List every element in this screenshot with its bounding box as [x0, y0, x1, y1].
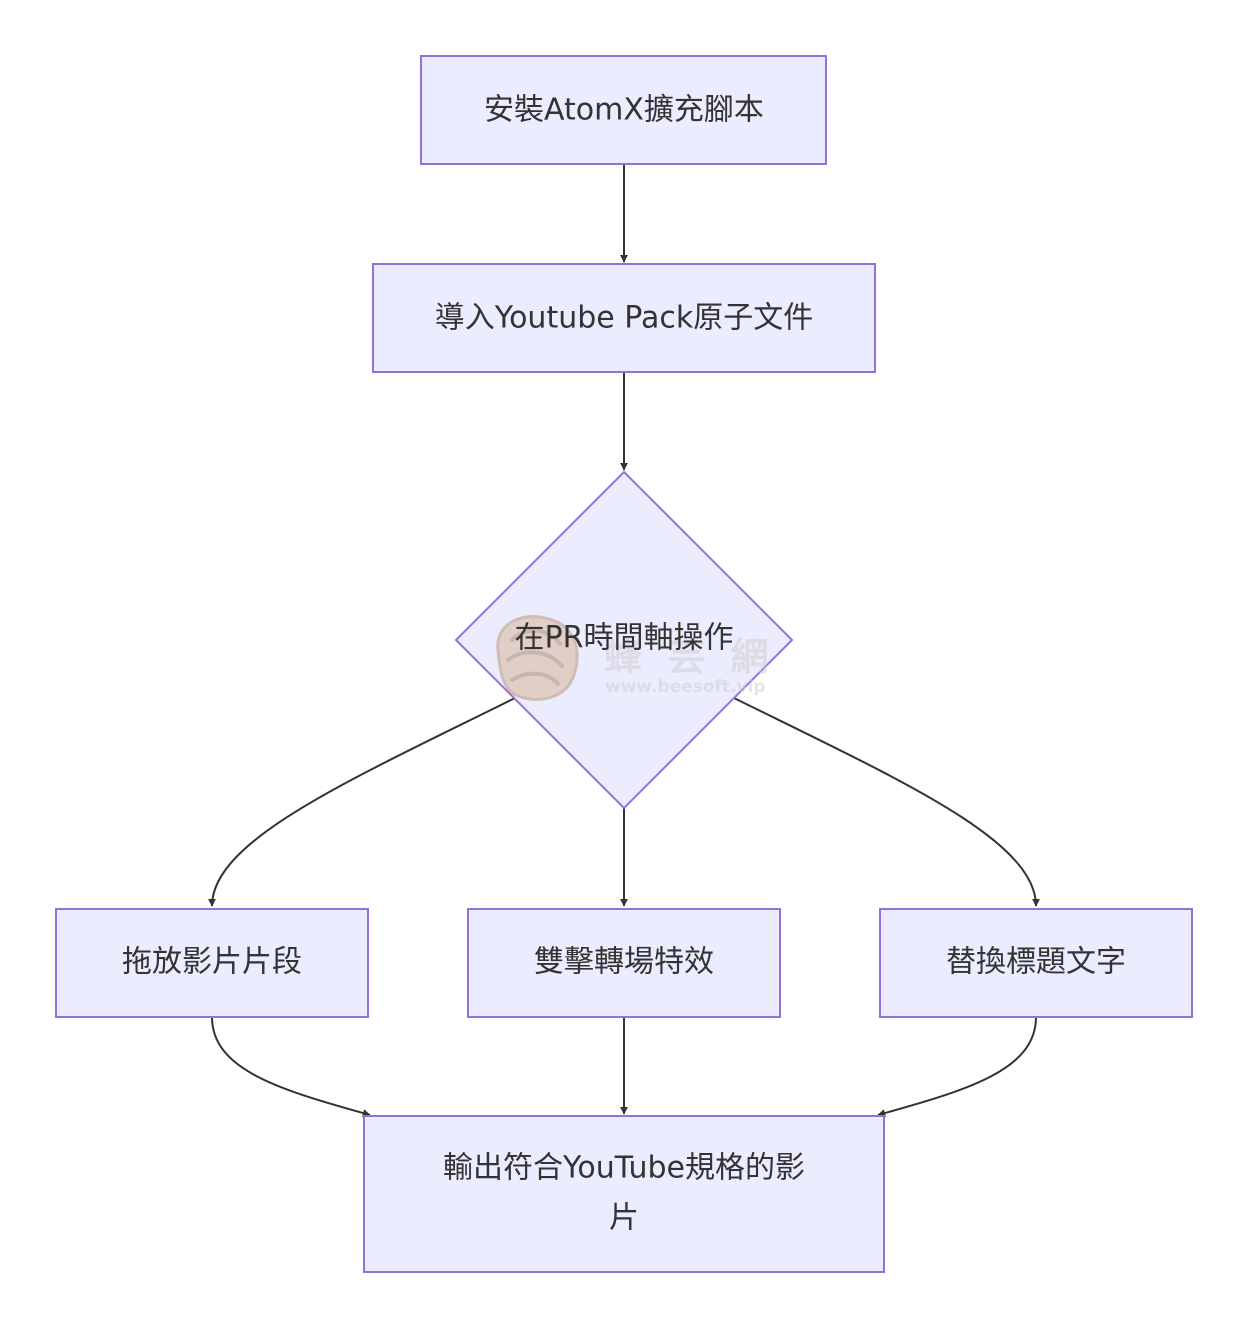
edges	[208, 164, 1040, 1117]
node-output-label-line1: 輸出符合YouTube規格的影	[443, 1151, 805, 1186]
edge-drag-to-output	[211, 1016, 371, 1117]
node-transition-box	[467, 908, 781, 1018]
node-import: 導入Youtube Pack原子文件	[372, 263, 876, 373]
node-drag-box	[55, 908, 369, 1018]
node-import-box	[372, 263, 876, 373]
node-output-box	[363, 1115, 885, 1273]
node-timeline-diamond	[454, 470, 794, 810]
node-install: 安裝AtomX擴充腳本	[420, 55, 827, 165]
node-drag-label: 拖放影片片段	[122, 945, 302, 980]
node-transition: 雙擊轉場特效	[467, 908, 781, 1018]
node-title: 替換標題文字	[879, 908, 1193, 1018]
node-install-box	[420, 55, 827, 165]
node-install-label: 安裝AtomX擴充腳本	[484, 93, 764, 128]
node-title-label: 替換標題文字	[946, 945, 1126, 980]
edge-timeline-to-title	[733, 697, 1040, 907]
watermark: 蜂 芸 網 www.beesoft.vip	[496, 615, 774, 701]
node-title-box	[879, 908, 1193, 1018]
edge-title-to-output	[877, 1016, 1037, 1117]
node-timeline: 蜂 芸 網 www.beesoft.vip 在PR時間軸操作	[454, 470, 794, 810]
bee-logo-icon	[496, 615, 579, 701]
node-output-label-line2: 片	[609, 1201, 639, 1236]
node-transition-label: 雙擊轉場特效	[534, 945, 714, 980]
node-import-label: 導入Youtube Pack原子文件	[435, 301, 814, 336]
watermark-title: 蜂 芸 網	[604, 635, 774, 679]
node-drag: 拖放影片片段	[55, 908, 369, 1018]
node-output: 輸出符合YouTube規格的影 片	[363, 1115, 885, 1273]
watermark-url: www.beesoft.vip	[605, 677, 766, 697]
edge-timeline-to-drag	[208, 697, 516, 907]
node-timeline-label: 在PR時間軸操作	[515, 621, 734, 656]
